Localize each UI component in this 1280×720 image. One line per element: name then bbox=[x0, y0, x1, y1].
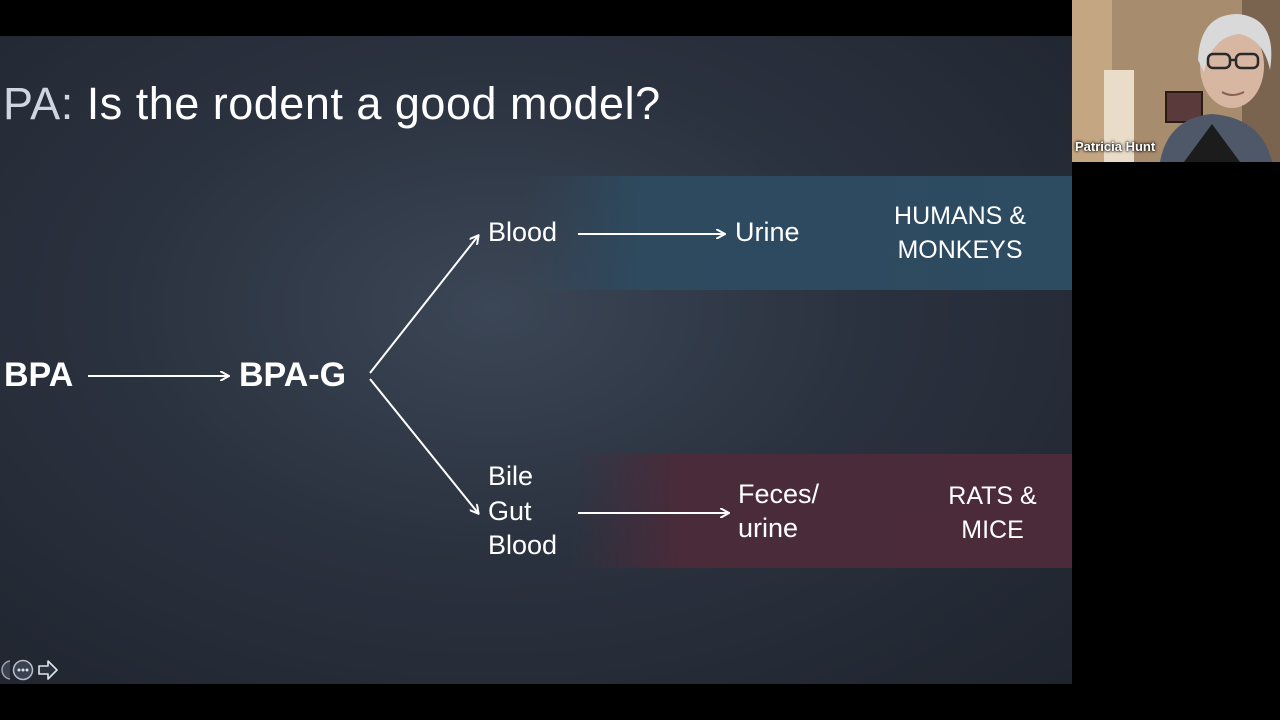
participant-video-tile[interactable]: Patricia Hunt bbox=[1072, 0, 1280, 162]
next-slide-icon bbox=[38, 660, 58, 680]
rats-mice-band bbox=[572, 454, 1072, 568]
previous-slide-button[interactable] bbox=[0, 659, 10, 681]
node-blood-top: Blood bbox=[488, 217, 558, 247]
node-gut: Gut bbox=[488, 496, 532, 526]
label-mice: MICE bbox=[961, 516, 1024, 544]
node-blood-bottom: Blood bbox=[488, 530, 558, 560]
label-monkeys: MONKEYS bbox=[897, 236, 1023, 264]
previous-slide-icon bbox=[1, 660, 10, 680]
slide-title: PA: Is the rodent a good model? bbox=[3, 78, 661, 130]
more-options-button[interactable] bbox=[12, 659, 34, 681]
node-bpa: BPA bbox=[4, 356, 74, 394]
presentation-slide: PA: Is the rodent a good model? BPA BPA-… bbox=[0, 36, 1072, 684]
node-urine: Urine bbox=[735, 217, 800, 247]
node-bile: Bile bbox=[488, 461, 534, 491]
label-rats: RATS & bbox=[948, 482, 1037, 510]
label-humans-monkeys: HUMANS & MONKEYS bbox=[880, 199, 1040, 267]
more-options-icon bbox=[12, 659, 34, 681]
slide-title-prefix: PA: bbox=[3, 78, 74, 129]
label-humans: HUMANS & bbox=[894, 202, 1026, 230]
next-slide-button[interactable] bbox=[36, 659, 58, 681]
participant-name: Patricia Hunt bbox=[1075, 139, 1156, 154]
arrow-bpag-to-bile bbox=[369, 378, 478, 513]
arrow-bpag-to-blood bbox=[369, 236, 478, 374]
label-rats-mice: RATS & MICE bbox=[910, 479, 1072, 547]
node-feces-urine: urine bbox=[738, 513, 799, 543]
flow-arrows bbox=[88, 36, 1072, 684]
slide-title-text: Is the rodent a good model? bbox=[73, 78, 661, 129]
node-feces: Feces/ bbox=[738, 479, 820, 509]
node-bpa-g: BPA-G bbox=[239, 356, 347, 394]
participant-video bbox=[1072, 0, 1280, 162]
slide-nav-controls bbox=[0, 656, 58, 684]
